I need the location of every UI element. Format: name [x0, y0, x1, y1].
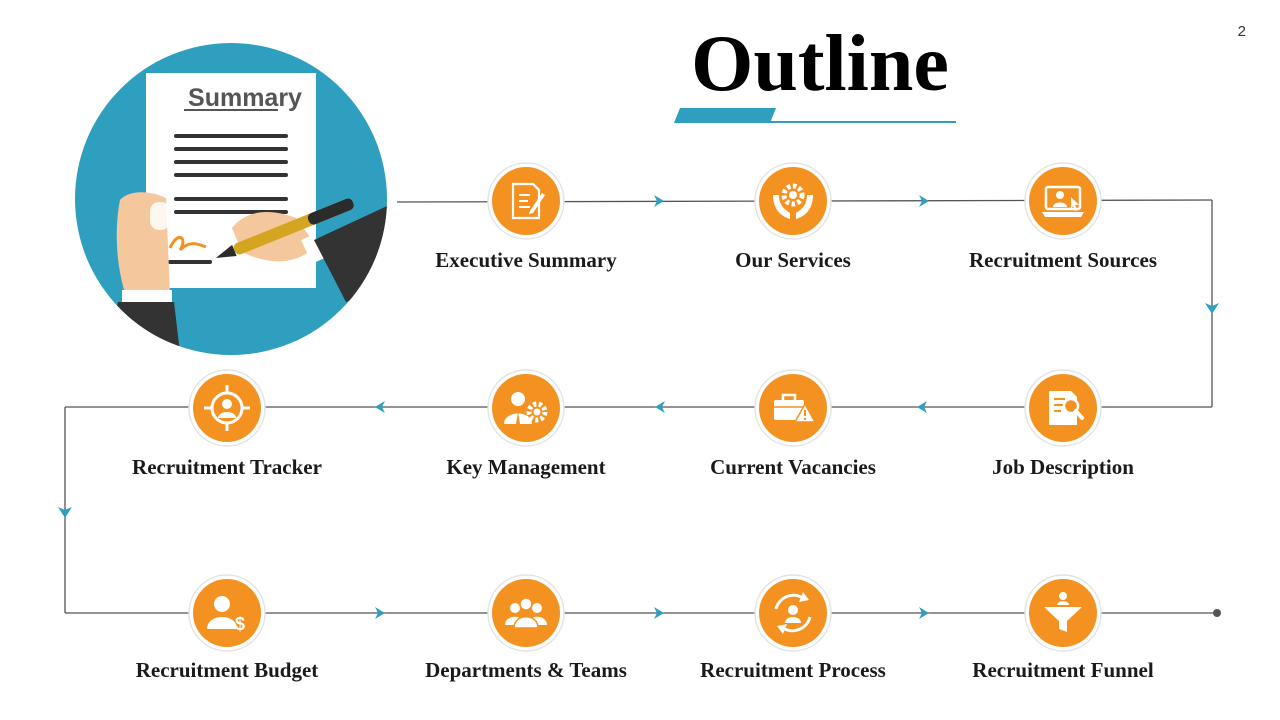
- arrow-down-icon: [1205, 303, 1219, 314]
- right-shirt-cuff: [301, 234, 325, 264]
- document-pen-icon: [511, 182, 545, 220]
- arrow-left-icon: [375, 401, 385, 413]
- step-node: [1023, 573, 1103, 653]
- left-shirt-cuff: [122, 290, 172, 304]
- gear-hands-icon: [773, 183, 813, 219]
- page-number: 2: [1237, 23, 1246, 40]
- summary-illustration: Summary: [75, 43, 387, 355]
- arrow-left-icon: [655, 401, 665, 413]
- pen: [215, 198, 354, 258]
- step-label: Our Services: [735, 248, 851, 272]
- funnel-person-icon: [1044, 592, 1082, 632]
- step-node: [1023, 161, 1103, 241]
- step-node: [753, 368, 833, 448]
- flow-end-dot: [1213, 609, 1221, 617]
- arrow-right-icon: [654, 195, 664, 207]
- arrow-left-icon: [917, 401, 927, 413]
- person-dollar-icon: $: [207, 596, 245, 634]
- svg-text:$: $: [235, 614, 245, 634]
- left-sleeve: [100, 302, 182, 355]
- team-icon: [505, 597, 547, 629]
- title-underline: [674, 108, 956, 123]
- step-node: [1023, 368, 1103, 448]
- step-node: [753, 161, 833, 241]
- step-label: Job Description: [992, 455, 1134, 479]
- step-label: Departments & Teams: [425, 658, 627, 682]
- step-node: [486, 161, 566, 241]
- arrow-down-icon: [58, 507, 72, 518]
- step-node: [187, 368, 267, 448]
- step-label: Recruitment Budget: [135, 658, 319, 682]
- target-person-icon: [204, 385, 250, 431]
- step-label: Recruitment Funnel: [972, 658, 1154, 682]
- arrow-right-icon: [919, 195, 929, 207]
- step-label: Executive Summary: [435, 248, 617, 272]
- step-node: [486, 368, 566, 448]
- step-node: $: [187, 573, 267, 653]
- step-label: Recruitment Sources: [969, 248, 1157, 272]
- arrow-right-icon: [919, 607, 929, 619]
- cycle-person-icon: [774, 592, 812, 634]
- briefcase-alert-icon: [774, 393, 817, 423]
- step-label: Key Management: [446, 455, 606, 479]
- step-node: [486, 573, 566, 653]
- arrow-right-icon: [375, 607, 385, 619]
- laptop-user-icon: [1042, 185, 1084, 217]
- slide-title: Outline: [691, 20, 949, 108]
- person-gear-icon: [504, 392, 548, 424]
- illustration-doc-title: Summary: [188, 84, 302, 112]
- step-label: Recruitment Process: [700, 658, 886, 682]
- step-label: Recruitment Tracker: [132, 455, 322, 479]
- arrow-right-icon: [654, 607, 664, 619]
- document-search-icon: [1049, 391, 1084, 425]
- step-label: Current Vacancies: [710, 455, 876, 479]
- signature-scribble: [168, 236, 207, 252]
- step-node: [753, 573, 833, 653]
